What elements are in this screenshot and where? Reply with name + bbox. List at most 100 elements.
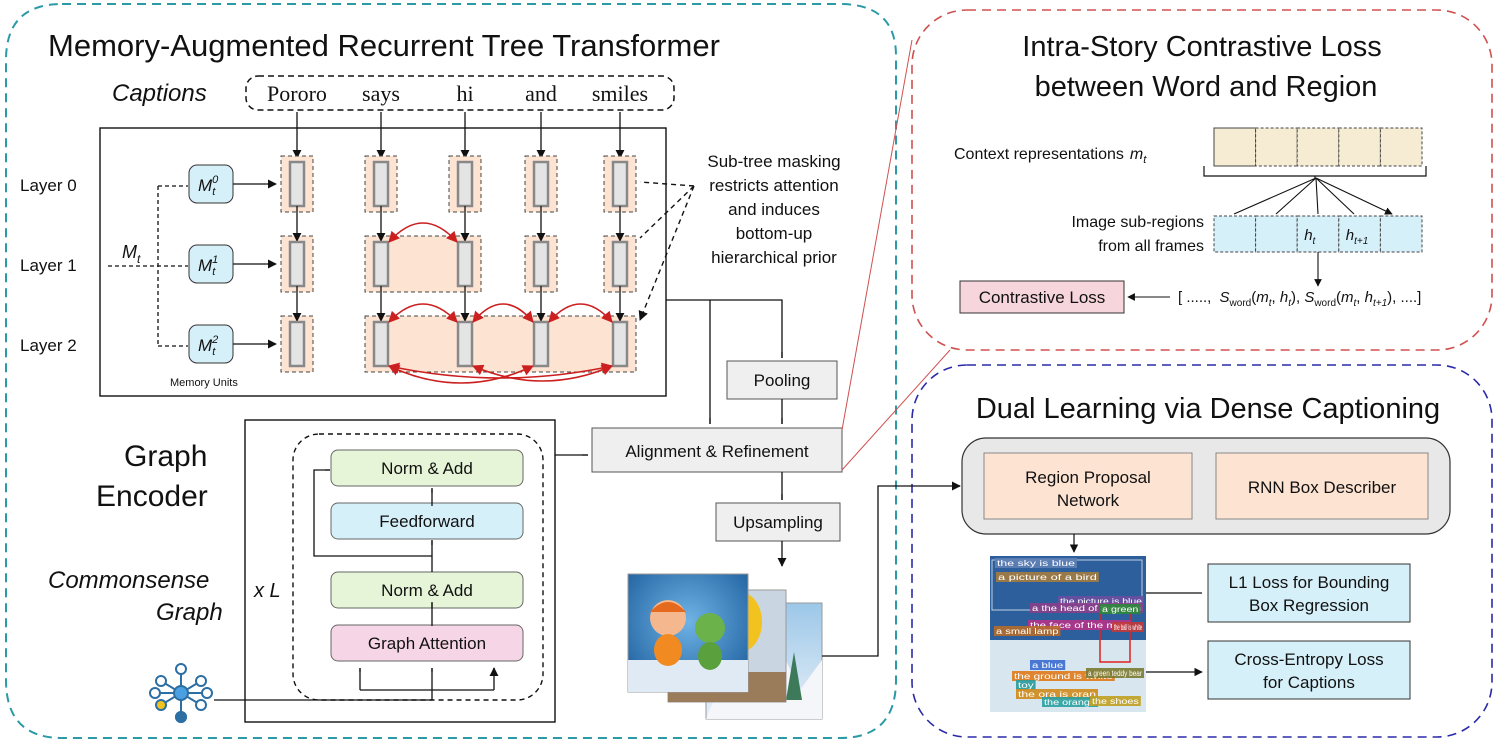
note-line: Sub-tree masking	[707, 152, 840, 171]
l1-loss-label-line1: L1 Loss for Bounding	[1229, 573, 1390, 592]
memory-dashed-lines	[108, 185, 188, 347]
regions-label-line1: Image sub-regions	[1071, 214, 1204, 231]
layer-label: Layer 0	[20, 176, 77, 195]
layer-label: Layer 1	[20, 256, 77, 275]
region-cell	[1338, 215, 1381, 253]
upsampling-box	[715, 502, 841, 542]
dual-panel-border	[911, 364, 1493, 738]
layer-label: Layer 2	[20, 336, 77, 355]
alignment-to-contrastive-connector	[841, 39, 951, 471]
token-hidden-state	[611, 160, 629, 208]
encoder-block-label: Norm & Add	[381, 581, 473, 600]
encoder-block-label: Graph Attention	[368, 634, 486, 653]
encoder-connectors	[313, 469, 495, 700]
region-cells: ht ht+1	[1213, 215, 1423, 253]
region-label: ht+1	[1346, 227, 1369, 247]
caption-word: Pororo	[267, 81, 327, 106]
encoder-block	[330, 571, 524, 609]
token-hidden-state	[288, 160, 306, 208]
dense-caption-label: the sky is blue	[997, 559, 1076, 568]
context-cell	[1255, 127, 1298, 167]
dense-caption-label: a picture of a bird	[998, 573, 1097, 582]
l1-loss-box	[1207, 563, 1411, 623]
context-bracket	[1203, 166, 1427, 178]
attention-arc	[388, 222, 458, 243]
graph-encoder-title-line2: Encoder	[96, 480, 208, 513]
repeat-label: x L	[253, 580, 281, 602]
contrastive-loss-box	[959, 280, 1125, 314]
region-label: ht	[1304, 227, 1316, 247]
knowledge-graph-icon	[149, 663, 213, 723]
mart-title: Memory-Augmented Recurrent Tree Transfor…	[48, 28, 720, 63]
ce-loss-label-line1: Cross-Entropy Loss	[1234, 650, 1383, 669]
token-hidden-state	[532, 160, 550, 208]
encoder-block	[330, 624, 524, 662]
l1-loss-label-line2: Box Regression	[1249, 596, 1369, 615]
caption-word: hi	[456, 81, 473, 106]
captions-box	[245, 75, 675, 111]
rpn-label-line2: Network	[1057, 491, 1120, 510]
caption-word: and	[525, 81, 557, 106]
dense-caption-label: a green teddy bear	[1088, 669, 1142, 678]
dense-caption-label: toy	[1018, 681, 1034, 690]
mart-panel-border	[5, 3, 897, 739]
captions-label: Captions	[112, 80, 207, 107]
caption-word: smiles	[592, 81, 648, 106]
pipeline-lines	[555, 299, 783, 566]
note-line: and induces	[728, 200, 820, 219]
token-hidden-state	[456, 160, 474, 208]
dense-caption-label: a green	[1102, 605, 1138, 614]
region-cell	[1213, 215, 1257, 253]
note-pointer-lines	[640, 181, 695, 320]
alignment-label: Alignment & Refinement	[625, 442, 809, 461]
dense-caption-label: a blue	[1032, 661, 1064, 670]
context-cell	[1379, 127, 1423, 167]
alignment-box	[591, 427, 843, 473]
ce-loss-label-line2: for Captions	[1263, 673, 1355, 692]
token-hidden-state	[372, 240, 390, 288]
rpn-label-line1: Region Proposal	[1025, 468, 1151, 487]
tree-transformer-frame	[99, 127, 667, 397]
token-hidden-state	[372, 320, 390, 368]
token-hidden-state	[456, 320, 474, 368]
dense-caption-label: the shoes	[1092, 697, 1139, 706]
context-cell	[1296, 127, 1340, 167]
graph-encoder-frame	[244, 419, 556, 723]
note-line: restricts attention	[709, 176, 838, 195]
regions-label-line2: from all frames	[1098, 238, 1204, 255]
caption-word: says	[362, 81, 400, 106]
token-hidden-state	[288, 240, 306, 288]
region-cell	[1379, 215, 1423, 253]
context-cell	[1338, 127, 1381, 167]
note-line: bottom-up	[736, 224, 813, 243]
graph-encoder-title-line1: Graph	[124, 440, 207, 473]
memory-main-label: Mt	[122, 242, 141, 266]
context-cell	[1213, 127, 1257, 167]
dense-caption-label: a the head of the man	[1032, 604, 1141, 613]
attention-arc	[472, 303, 534, 323]
pooling-label: Pooling	[754, 371, 811, 390]
note-line: hierarchical prior	[711, 248, 837, 267]
region-cell	[1255, 215, 1298, 253]
encoder-arrowheads	[325, 469, 494, 672]
token-hidden-state	[532, 240, 550, 288]
attention-arc	[388, 303, 458, 323]
dense-caption-label: the ground is white	[1014, 672, 1114, 681]
token-hidden-state	[611, 240, 629, 288]
dense-caption-label: the ball is white	[1114, 623, 1142, 632]
encoder-block	[330, 502, 524, 540]
upsampling-label: Upsampling	[733, 513, 823, 532]
dense-caption-label: the orange	[1044, 698, 1097, 707]
image-to-loss-arrows	[1146, 592, 1202, 672]
token-hidden-state	[456, 240, 474, 288]
commonsense-label-line2: Graph	[156, 599, 223, 626]
encoder-repeat-box	[292, 433, 544, 701]
layer-labels: Layer 0 Layer 1 Layer 2	[20, 176, 77, 355]
dense-caption-label: a small lamp	[996, 627, 1059, 636]
dense-caption-label: the face of the man	[1030, 621, 1129, 630]
pipeline-arrowheads	[582, 352, 782, 566]
memory-units-label: Memory Units	[170, 377, 238, 389]
